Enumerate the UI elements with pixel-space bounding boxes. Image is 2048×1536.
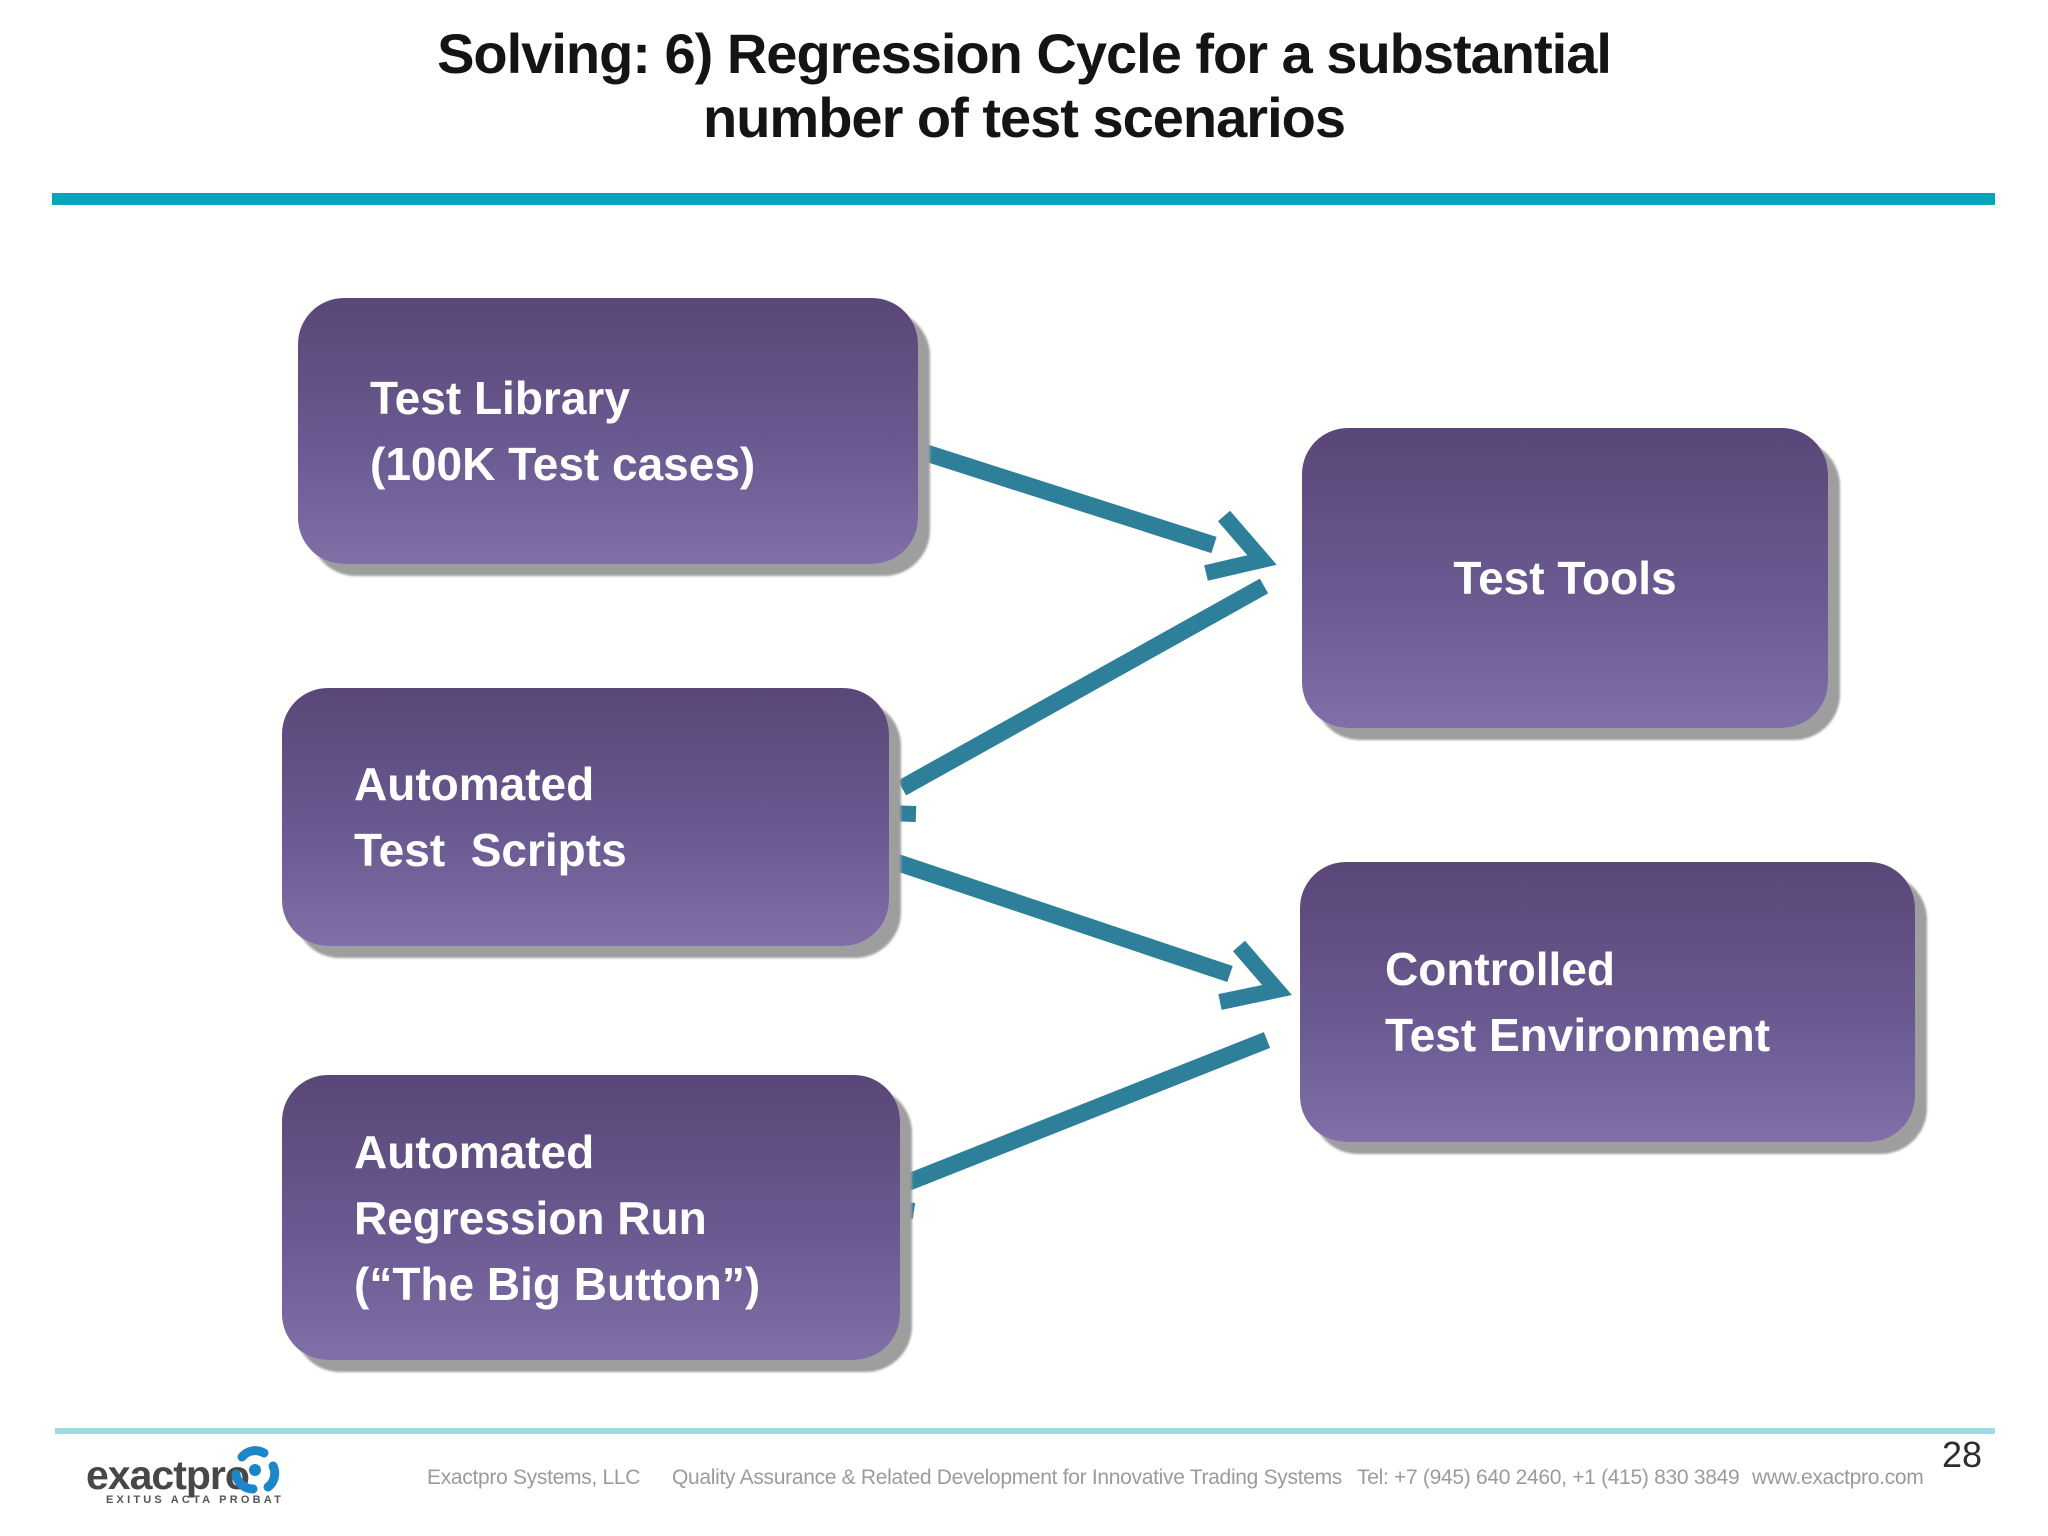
node-test-tools: Test Tools	[1302, 428, 1828, 728]
exactpro-logo-icon	[231, 1446, 280, 1494]
exactpro-logo-wordmark: exactpro	[86, 1452, 250, 1498]
footer-phone: Tel: +7 (945) 640 2460, +1 (415) 830 384…	[1357, 1466, 1740, 1489]
arrow-controlled-test-environment-to-automated-regression-run	[842, 1032, 1271, 1219]
footer-divider-rule	[55, 1428, 1995, 1434]
slide-title: Solving: 6) Regression Cycle for a subst…	[0, 22, 2048, 150]
footer-tagline: Quality Assurance & Related Development …	[672, 1466, 1343, 1489]
node-label-line: Regression Run	[354, 1191, 707, 1244]
node-label-line: Automated	[354, 1125, 595, 1178]
title-divider-rule	[52, 193, 1995, 205]
node-label-line: (“The Big Button”)	[354, 1257, 761, 1310]
arrow-test-tools-to-automated-test-scripts	[844, 578, 1269, 822]
node-label-line: Test Library	[370, 372, 630, 424]
node-automated-test-scripts: Automated Test Scripts	[282, 688, 889, 946]
node-label-line: Test Tools	[1453, 552, 1677, 604]
slide-title-line2: number of test scenarios	[703, 86, 1346, 149]
page-number: 28	[1941, 1434, 1983, 1475]
node-label-line: Automated	[354, 758, 595, 810]
node-test-library: Test Library (100K Test cases)	[298, 298, 918, 564]
node-label-line: Controlled	[1385, 943, 1615, 995]
node-controlled-test-environment: Controlled Test Environment	[1300, 862, 1915, 1142]
footer-company-name: Exactpro Systems, LLC	[427, 1466, 641, 1489]
footer-website: www.exactpro.com	[1752, 1466, 1924, 1489]
exactpro-logo-motto: EXITUS ACTA PROBAT	[106, 1494, 284, 1506]
node-label-line: Test Scripts	[354, 824, 627, 876]
slide-title-line1: Solving: 6) Regression Cycle for a subst…	[437, 22, 1612, 85]
node-label-line: (100K Test cases)	[370, 438, 756, 490]
arrow-automated-test-scripts-to-controlled-test-environment	[845, 837, 1292, 1010]
node-label-line: Test Environment	[1385, 1009, 1771, 1061]
node-automated-regression-run: Automated Regression Run (“The Big Butto…	[282, 1075, 900, 1360]
